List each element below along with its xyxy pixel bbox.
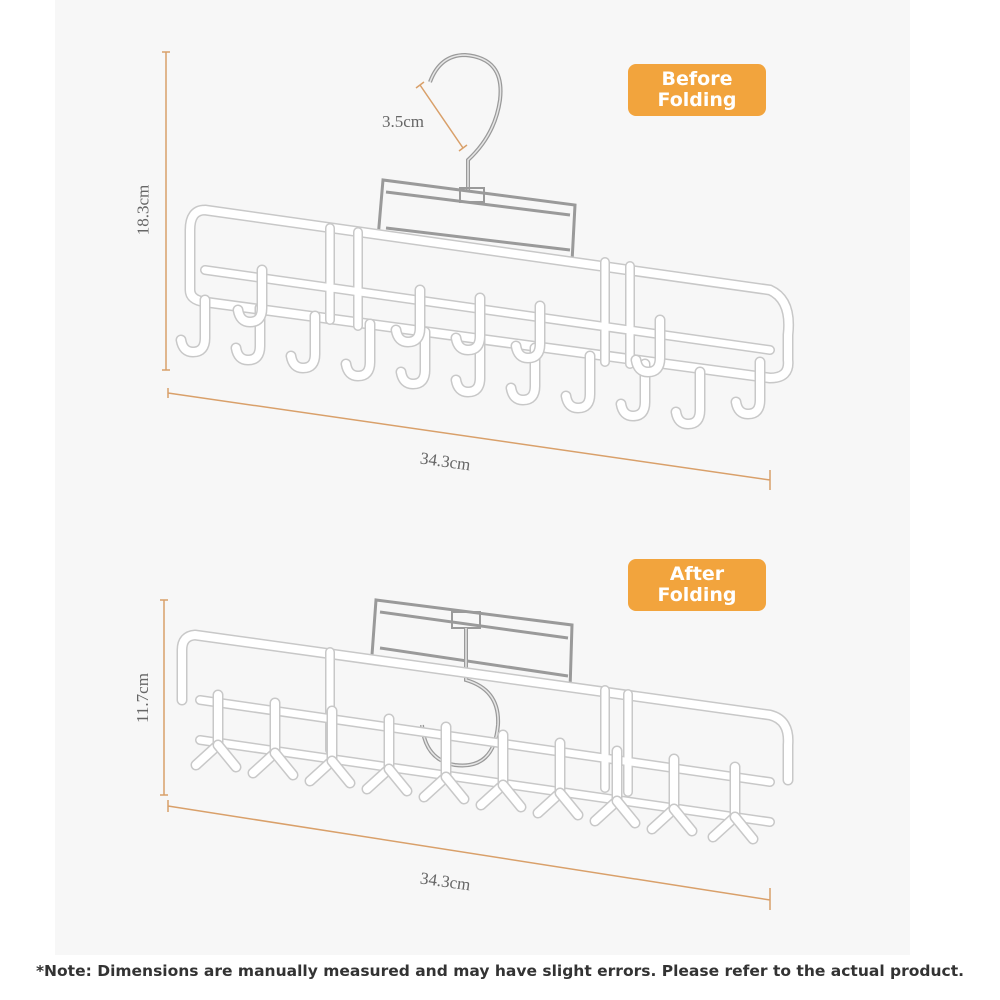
before-badge-line1: Before bbox=[661, 68, 733, 90]
hook-opening-label: 3.5cm bbox=[382, 112, 425, 131]
after-height-label: 11.7cm bbox=[132, 673, 152, 723]
before-folding-badge: Before Folding bbox=[628, 64, 766, 116]
before-badge-line2: Folding bbox=[657, 89, 737, 111]
before-hanger-drawing bbox=[162, 51, 795, 490]
before-height-label: 18.3cm bbox=[133, 184, 153, 236]
dimensions-note: *Note: Dimensions are manually measured … bbox=[35, 962, 965, 980]
after-hanger-drawing bbox=[160, 598, 794, 910]
after-badge-line1: After bbox=[669, 563, 725, 585]
after-folding-badge: After Folding bbox=[628, 559, 766, 611]
after-badge-line2: Folding bbox=[657, 584, 737, 606]
product-panel bbox=[55, 0, 910, 955]
